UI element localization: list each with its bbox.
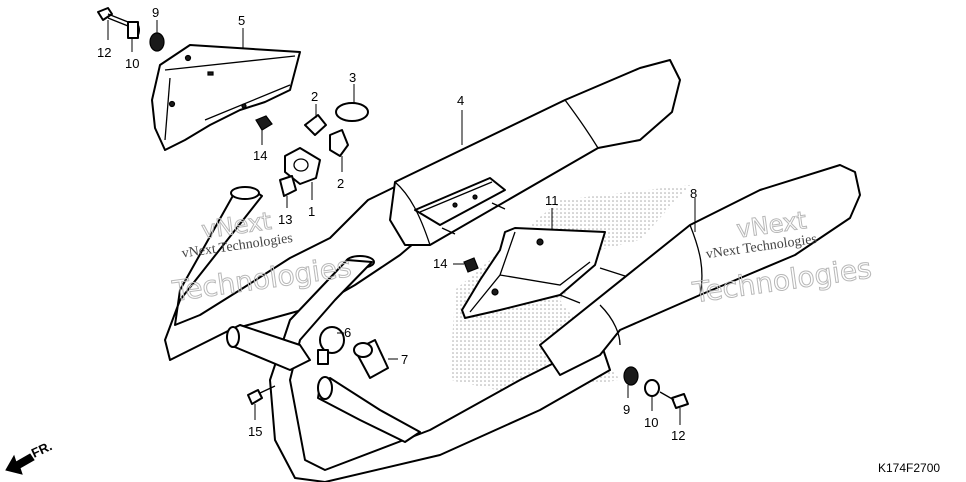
front-arrow-icon <box>5 453 35 475</box>
callout-5: 5 <box>238 13 245 28</box>
rubber-grommet-9-right <box>623 366 639 386</box>
bolt-12-top <box>97 7 129 27</box>
callout-3: 3 <box>349 70 356 85</box>
front-direction-indicator: FR. <box>5 438 54 475</box>
muffler-bracket <box>461 227 626 319</box>
exhaust-joint-1 <box>284 147 321 185</box>
nut-13 <box>279 175 297 197</box>
front-direction-label: FR. <box>29 438 54 460</box>
collar-10-right <box>644 379 660 397</box>
heat-guard <box>151 44 301 151</box>
collar-2-lower <box>329 129 349 157</box>
collar-2-upper <box>304 114 327 136</box>
muffler-upper <box>389 59 681 246</box>
callout-2-lower: 2 <box>337 176 344 191</box>
exhaust-pipe-assembly <box>164 181 611 482</box>
collar-10-top <box>127 21 140 39</box>
callout-9-right: 9 <box>623 402 630 417</box>
nut-14-top <box>255 115 273 131</box>
diagram-code: K174F2700 <box>878 461 940 475</box>
callout-2-upper: 2 <box>311 89 318 104</box>
callout-14-middle: 14 <box>433 256 447 271</box>
callout-12-right: 12 <box>671 428 685 443</box>
callout-10-top: 10 <box>125 56 139 71</box>
callout-10-right: 10 <box>644 415 658 430</box>
callout-labels: 12 10 9 5 2 3 4 14 2 1 13 11 8 14 6 7 15… <box>97 5 697 443</box>
callout-4: 4 <box>457 93 464 108</box>
callout-9-top: 9 <box>152 5 159 20</box>
callout-1: 1 <box>308 204 315 219</box>
callout-7: 7 <box>401 352 408 367</box>
callout-11: 11 <box>545 193 559 208</box>
callout-12-top: 12 <box>97 45 111 60</box>
callout-8: 8 <box>690 186 697 201</box>
leader-lines <box>107 20 696 425</box>
muffler-lower <box>539 164 861 376</box>
callout-14-top: 14 <box>253 148 267 163</box>
nut-14-middle <box>463 257 479 273</box>
callout-13: 13 <box>278 212 292 227</box>
callout-15: 15 <box>248 424 262 439</box>
bolt-12-right <box>659 391 689 409</box>
gasket-3 <box>335 102 369 122</box>
watermark-wing-shape <box>450 185 690 395</box>
rubber-grommet-9-top <box>149 32 165 52</box>
sleeve-7 <box>353 339 389 379</box>
bolt-15 <box>247 385 276 405</box>
callout-6: 6 <box>344 325 351 340</box>
